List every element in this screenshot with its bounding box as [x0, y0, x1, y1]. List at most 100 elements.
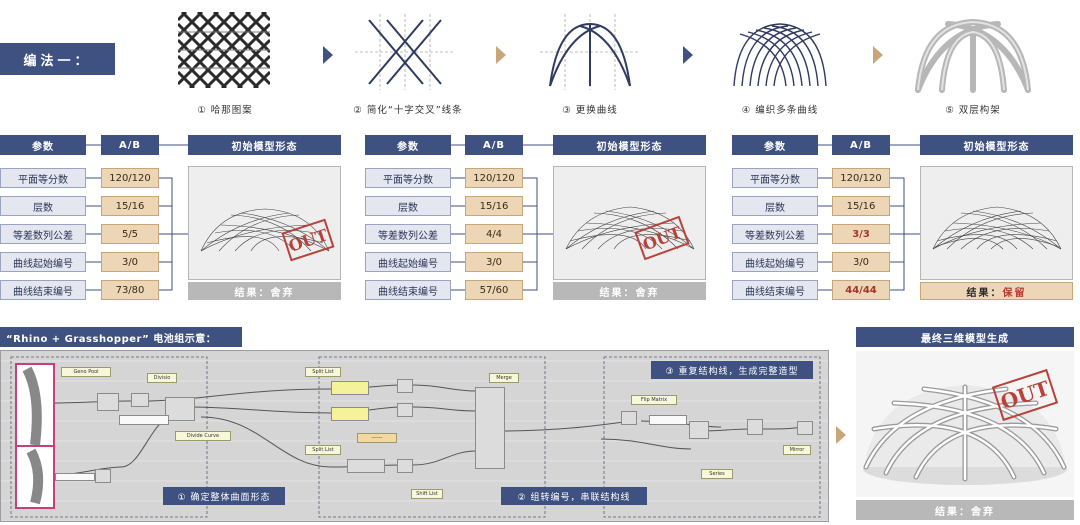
gh-component: [621, 411, 637, 425]
step-1-image: [176, 10, 272, 90]
gh-tag: Merge: [489, 373, 519, 383]
gh-tag: Split List: [305, 367, 341, 377]
result-value: 舍弃: [270, 287, 295, 299]
header-param: 参数: [365, 135, 451, 155]
value-cell: 15/16: [101, 196, 159, 216]
final-title: 最终三维模型生成: [856, 327, 1074, 347]
gh-component: [165, 397, 195, 421]
gh-component: [397, 403, 413, 417]
arrow-right-icon: [496, 46, 506, 64]
dome-wireframe: [565, 206, 695, 250]
gh-component: [797, 421, 813, 435]
gh-canvas: Geno Pool Divisio Divide Curve Split Lis…: [0, 350, 829, 522]
step-2-image: [355, 14, 455, 90]
header-model: 初始模型形态: [920, 135, 1073, 155]
header-param: 参数: [0, 135, 86, 155]
value-cell: 3/0: [832, 252, 890, 272]
final-model-image: OUT: [856, 351, 1074, 497]
gh-tag: Divide Curve: [175, 431, 231, 441]
param-cell: 曲线起始编号: [732, 252, 818, 272]
model-panel: [920, 166, 1073, 280]
param-cell: 平面等分数: [365, 168, 451, 188]
result-value: 舍弃: [971, 506, 995, 518]
param-cell: 等差数列公差: [0, 224, 86, 244]
step-3-caption: ③ 更换曲线: [562, 105, 618, 116]
param-cell: 层数: [732, 196, 818, 216]
model-panel: OUT: [553, 166, 706, 280]
gh-component: [347, 459, 385, 473]
result-value: 保留: [1002, 287, 1027, 299]
header-ab: A/B: [101, 135, 159, 155]
gh-component: [747, 419, 763, 435]
param-cell: 层数: [365, 196, 451, 216]
header-model: 初始模型形态: [188, 135, 341, 155]
param-cell: 层数: [0, 196, 86, 216]
gh-component: [119, 415, 169, 425]
gh-component: [131, 393, 149, 407]
gh-tag: Series: [701, 469, 733, 479]
arrow-right-icon: [323, 46, 333, 64]
result-label: 结果：: [935, 506, 971, 518]
step-4-caption: ④ 编织多条曲线: [741, 105, 819, 116]
dome-wireframe: [200, 208, 330, 252]
param-cell: 曲线结束编号: [732, 280, 818, 300]
param-cell: 曲线结束编号: [0, 280, 86, 300]
gh-tag: Divisio: [147, 373, 177, 383]
brep-preview: [15, 445, 55, 509]
header-ab: A/B: [832, 135, 890, 155]
gh-title: “Rhino + Grasshopper” 电池组示意：: [0, 327, 242, 347]
gh-component: [397, 459, 413, 473]
gh-component: [55, 473, 95, 481]
gh-merge-component: [475, 387, 505, 469]
param-cell: 等差数列公差: [732, 224, 818, 244]
param-cell: 平面等分数: [732, 168, 818, 188]
gh-label-1: ① 确定整体曲面形态: [163, 487, 285, 505]
gh-component: [649, 415, 687, 425]
step-3-image: [540, 14, 640, 90]
result-label: 结果：: [599, 287, 636, 299]
value-cell-highlight: 44/44: [832, 280, 890, 300]
gh-component: [331, 381, 369, 395]
step-5-image: [912, 14, 1034, 94]
value-cell: 5/5: [101, 224, 159, 244]
result-bar: 结果： 保留: [920, 282, 1073, 300]
gh-tag: Mirror: [783, 445, 811, 455]
gh-tag: Shift List: [411, 489, 443, 499]
param-cell: 曲线起始编号: [0, 252, 86, 272]
method-label-text: 编法一：: [23, 53, 92, 69]
value-cell: 3/0: [101, 252, 159, 272]
final-result-bar: 结果： 舍弃: [856, 500, 1074, 520]
result-label: 结果：: [966, 287, 1003, 299]
arrow-right-icon: [836, 426, 846, 444]
method-label: 编法一：: [0, 43, 115, 75]
value-cell: 57/60: [465, 280, 523, 300]
step-1-caption: ① 哈那图案: [197, 105, 253, 116]
header-model: 初始模型形态: [553, 135, 706, 155]
gh-component: [95, 469, 111, 483]
header-ab: A/B: [465, 135, 523, 155]
gh-component: [689, 421, 709, 439]
value-cell: 4/4: [465, 224, 523, 244]
step-5-caption: ⑤ 双层构架: [945, 105, 1001, 116]
gh-component: [331, 407, 369, 421]
value-cell-highlight: 3/3: [832, 224, 890, 244]
arrow-right-icon: [873, 46, 883, 64]
gh-tag: Split List: [305, 445, 341, 455]
result-bar: 结果： 舍弃: [553, 282, 706, 300]
value-cell: 120/120: [101, 168, 159, 188]
value-cell: 120/120: [465, 168, 523, 188]
gh-component: [97, 393, 119, 411]
param-cell: 等差数列公差: [365, 224, 451, 244]
value-cell: 15/16: [832, 196, 890, 216]
gh-label-2: ② 组转编号，串联结构线: [501, 487, 647, 505]
result-value: 舍弃: [635, 287, 660, 299]
gh-mid-box: ------: [357, 433, 397, 443]
value-cell: 73/80: [101, 280, 159, 300]
param-cell: 曲线起始编号: [365, 252, 451, 272]
step-2-caption: ② 简化“十字交叉”线条: [353, 105, 463, 116]
value-cell: 3/0: [465, 252, 523, 272]
gh-title-text: “Rhino + Grasshopper” 电池组示意：: [6, 333, 217, 345]
result-bar: 结果： 舍弃: [188, 282, 341, 300]
result-label: 结果：: [234, 287, 271, 299]
value-cell: 120/120: [832, 168, 890, 188]
